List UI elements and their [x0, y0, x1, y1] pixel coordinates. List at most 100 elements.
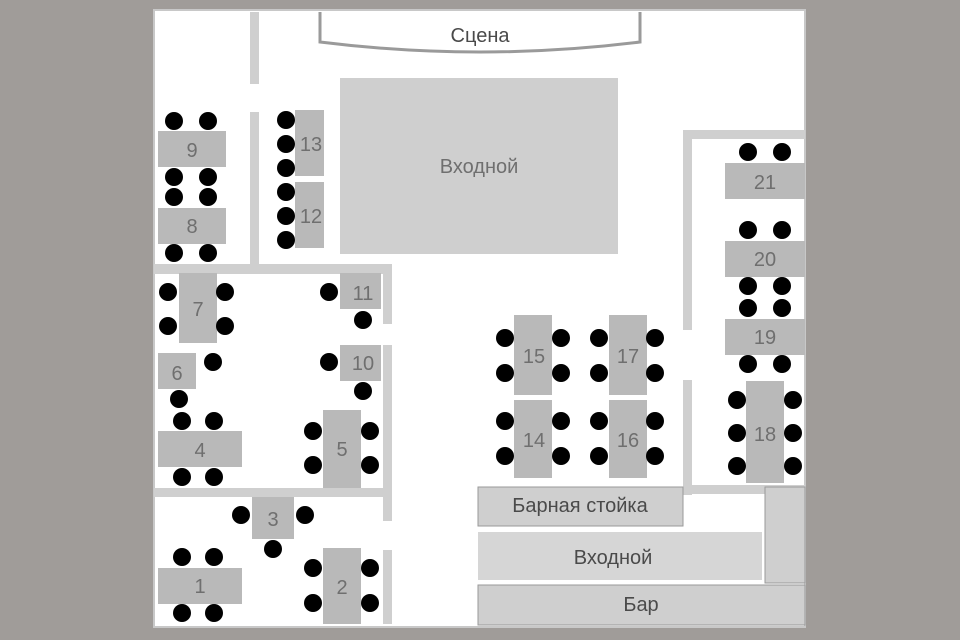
table-14-seat-3[interactable] — [496, 447, 514, 465]
table-17-seat-1[interactable] — [590, 329, 608, 347]
table-20-seat-3[interactable] — [739, 277, 757, 295]
table-14-top[interactable] — [514, 400, 552, 478]
table-5-seat-3[interactable] — [304, 456, 322, 474]
table-7-seat-4[interactable] — [216, 317, 234, 335]
table-1-seat-2[interactable] — [205, 548, 223, 566]
table-11-top[interactable] — [340, 273, 381, 309]
table-8[interactable]: 8 — [158, 188, 226, 262]
table-7[interactable]: 7 — [159, 273, 234, 343]
table-20-seat-1[interactable] — [739, 221, 757, 239]
table-16-top[interactable] — [609, 400, 647, 478]
table-7-seat-1[interactable] — [159, 283, 177, 301]
table-18-seat-3[interactable] — [728, 424, 746, 442]
table-5-top[interactable] — [323, 410, 361, 488]
table-20-top[interactable] — [725, 241, 805, 277]
table-1-seat-3[interactable] — [173, 604, 191, 622]
table-10-seat-2[interactable] — [354, 382, 372, 400]
table-12-seat-1[interactable] — [277, 183, 295, 201]
table-17-seat-3[interactable] — [590, 364, 608, 382]
table-4-seat-4[interactable] — [205, 468, 223, 486]
table-6[interactable]: 6 — [158, 353, 222, 408]
table-18[interactable]: 18 — [728, 381, 802, 483]
table-18-seat-5[interactable] — [728, 457, 746, 475]
table-19-seat-4[interactable] — [773, 355, 791, 373]
table-8-top[interactable] — [158, 208, 226, 244]
table-20-seat-4[interactable] — [773, 277, 791, 295]
table-13-seat-3[interactable] — [277, 159, 295, 177]
table-6-top[interactable] — [158, 353, 196, 389]
table-20-seat-2[interactable] — [773, 221, 791, 239]
table-18-seat-1[interactable] — [728, 391, 746, 409]
table-19-seat-1[interactable] — [739, 299, 757, 317]
table-4-seat-2[interactable] — [205, 412, 223, 430]
table-16[interactable]: 16 — [590, 400, 664, 478]
table-9-top[interactable] — [158, 131, 226, 167]
table-5-seat-2[interactable] — [361, 422, 379, 440]
table-21-seat-2[interactable] — [773, 143, 791, 161]
table-6-seat-2[interactable] — [170, 390, 188, 408]
table-12[interactable]: 12 — [277, 182, 324, 249]
table-15-seat-3[interactable] — [496, 364, 514, 382]
table-21-seat-1[interactable] — [739, 143, 757, 161]
table-4[interactable]: 4 — [158, 412, 242, 486]
table-14-seat-1[interactable] — [496, 412, 514, 430]
table-2[interactable]: 2 — [304, 548, 379, 624]
table-8-seat-4[interactable] — [199, 244, 217, 262]
table-10-seat-1[interactable] — [320, 353, 338, 371]
table-19-seat-3[interactable] — [739, 355, 757, 373]
table-18-seat-4[interactable] — [784, 424, 802, 442]
table-4-seat-1[interactable] — [173, 412, 191, 430]
table-20[interactable]: 20 — [725, 221, 805, 295]
table-9-seat-3[interactable] — [165, 168, 183, 186]
table-7-seat-2[interactable] — [216, 283, 234, 301]
table-18-seat-6[interactable] — [784, 457, 802, 475]
table-3-seat-2[interactable] — [296, 506, 314, 524]
table-13-seat-1[interactable] — [277, 111, 295, 129]
table-8-seat-2[interactable] — [199, 188, 217, 206]
table-18-top[interactable] — [746, 381, 784, 483]
table-4-seat-3[interactable] — [173, 468, 191, 486]
table-6-seat-1[interactable] — [204, 353, 222, 371]
table-17-top[interactable] — [609, 315, 647, 395]
table-17-seat-4[interactable] — [646, 364, 664, 382]
table-5[interactable]: 5 — [304, 410, 379, 488]
table-16-seat-1[interactable] — [590, 412, 608, 430]
table-2-seat-4[interactable] — [361, 594, 379, 612]
table-15-seat-4[interactable] — [552, 364, 570, 382]
table-13-seat-2[interactable] — [277, 135, 295, 153]
table-1-seat-4[interactable] — [205, 604, 223, 622]
table-7-top[interactable] — [179, 273, 217, 343]
table-5-seat-4[interactable] — [361, 456, 379, 474]
table-14-seat-4[interactable] — [552, 447, 570, 465]
table-10[interactable]: 10 — [320, 345, 381, 400]
table-7-seat-3[interactable] — [159, 317, 177, 335]
table-13[interactable]: 13 — [277, 110, 324, 177]
table-17-seat-2[interactable] — [646, 329, 664, 347]
table-19[interactable]: 19 — [725, 299, 805, 373]
table-14[interactable]: 14 — [496, 400, 570, 478]
table-14-seat-2[interactable] — [552, 412, 570, 430]
table-1[interactable]: 1 — [158, 548, 242, 622]
table-2-seat-3[interactable] — [304, 594, 322, 612]
table-3-seat-3[interactable] — [264, 540, 282, 558]
table-5-seat-1[interactable] — [304, 422, 322, 440]
table-2-seat-1[interactable] — [304, 559, 322, 577]
table-12-seat-2[interactable] — [277, 207, 295, 225]
table-2-top[interactable] — [323, 548, 361, 624]
table-16-seat-2[interactable] — [646, 412, 664, 430]
table-3-top[interactable] — [252, 497, 294, 539]
table-18-seat-2[interactable] — [784, 391, 802, 409]
table-21-top[interactable] — [725, 163, 805, 199]
table-4-top[interactable] — [158, 431, 242, 467]
table-2-seat-2[interactable] — [361, 559, 379, 577]
table-8-seat-1[interactable] — [165, 188, 183, 206]
table-15-seat-2[interactable] — [552, 329, 570, 347]
table-10-top[interactable] — [340, 345, 381, 381]
table-15-top[interactable] — [514, 315, 552, 395]
table-11[interactable]: 11 — [320, 273, 381, 329]
table-3[interactable]: 3 — [232, 497, 314, 558]
table-16-seat-3[interactable] — [590, 447, 608, 465]
table-12-seat-3[interactable] — [277, 231, 295, 249]
table-9-seat-4[interactable] — [199, 168, 217, 186]
table-15[interactable]: 15 — [496, 315, 570, 395]
